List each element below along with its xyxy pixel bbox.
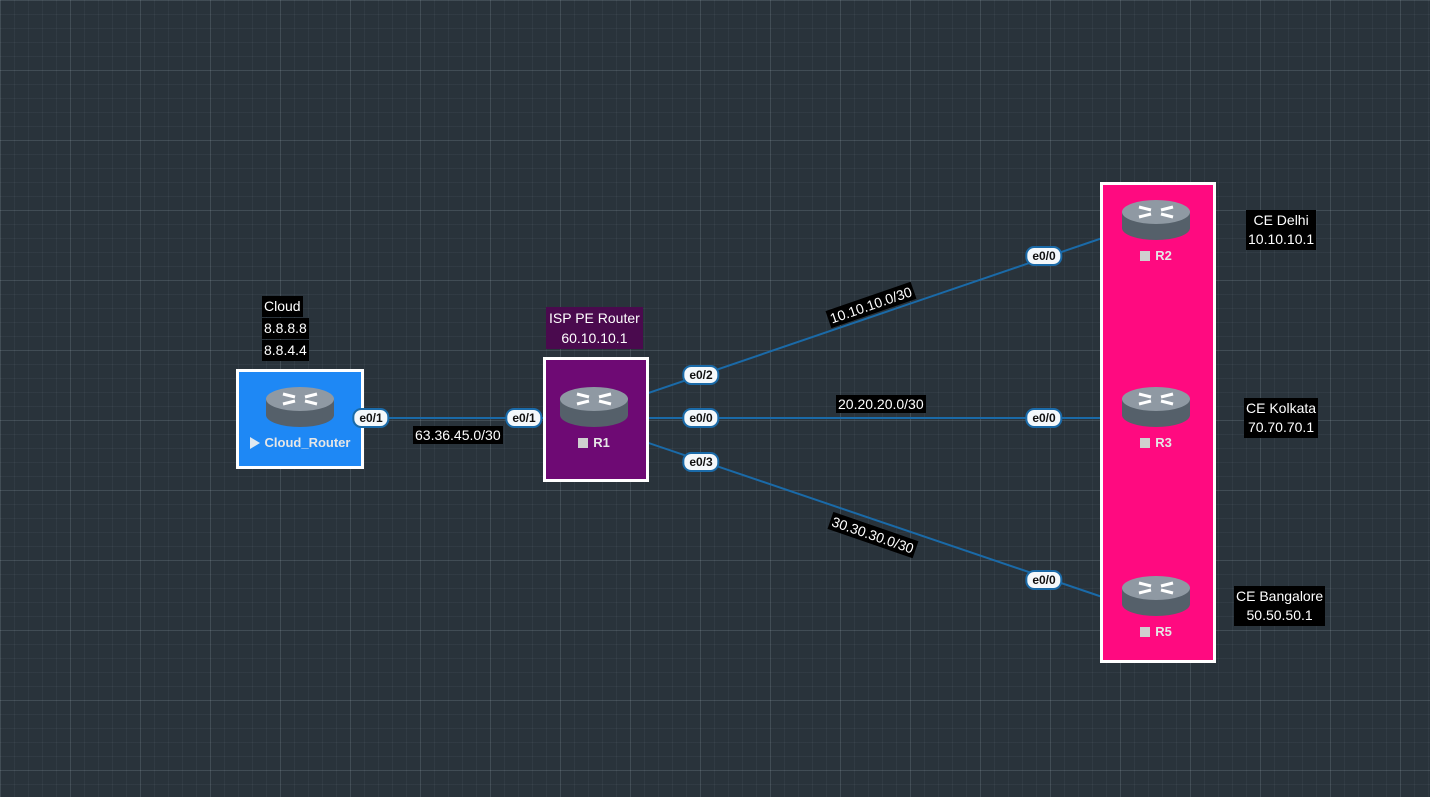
ce-delhi-title: CE Delhi	[1253, 212, 1309, 228]
cloud-ip-1[interactable]: 8.8.8.8	[262, 318, 309, 339]
isp-pe-title: ISP PE Router	[549, 310, 640, 326]
isp-pe-text[interactable]: ISP PE Router 60.10.10.1	[546, 307, 643, 349]
cloud-title: Cloud	[264, 298, 301, 314]
node-name: R3	[1155, 435, 1172, 450]
router-icon	[266, 387, 334, 427]
node-label: R5	[1116, 624, 1196, 639]
node-label: R1	[554, 435, 634, 450]
node-name: Cloud_Router	[264, 435, 351, 450]
ce-bangalore-text[interactable]: CE Bangalore 50.50.50.1	[1234, 586, 1326, 626]
node-r1[interactable]: R1	[554, 384, 634, 450]
ce-bangalore-title: CE Bangalore	[1236, 588, 1324, 604]
node-label: R2	[1116, 248, 1196, 263]
ce-kolkata-ip: 70.70.70.1	[1247, 419, 1315, 435]
router-icon	[560, 387, 628, 427]
node-name: R2	[1155, 248, 1172, 263]
iface-r1-e0-0[interactable]: e0/0	[682, 408, 720, 428]
isp-pe-ip: 60.10.10.1	[561, 330, 628, 346]
node-cloud-router[interactable]: Cloud_Router	[249, 384, 350, 450]
router-icon	[1122, 387, 1190, 427]
iface-r3-e0-0[interactable]: e0/0	[1025, 408, 1063, 428]
stopped-indicator-icon	[1140, 626, 1151, 637]
ce-kolkata-text[interactable]: CE Kolkata 70.70.70.1	[1244, 398, 1319, 438]
router-icon	[1122, 576, 1190, 616]
iface-r1-e0-3[interactable]: e0/3	[682, 452, 720, 472]
ce-bangalore-ip: 50.50.50.1	[1246, 607, 1313, 623]
ce-delhi-text[interactable]: CE Delhi 10.10.10.1	[1246, 210, 1317, 250]
stopped-indicator-icon	[1140, 437, 1151, 448]
node-label: Cloud_Router	[249, 435, 350, 450]
iface-r5-e0-0[interactable]: e0/0	[1025, 570, 1063, 590]
node-name: R1	[593, 435, 610, 450]
node-r3[interactable]: R3	[1116, 384, 1196, 450]
node-r2[interactable]: R2	[1116, 197, 1196, 263]
stopped-indicator-icon	[1140, 250, 1151, 261]
node-r5[interactable]: R5	[1116, 573, 1196, 639]
cloud-text[interactable]: Cloud	[262, 296, 303, 317]
ce-kolkata-title: CE Kolkata	[1246, 400, 1317, 416]
iface-r1-e0-1[interactable]: e0/1	[505, 408, 543, 428]
router-icon	[1122, 200, 1190, 240]
iface-r2-e0-0[interactable]: e0/0	[1025, 246, 1063, 266]
network-label-cloud-r1[interactable]: 63.36.45.0/30	[413, 426, 503, 444]
ce-delhi-ip: 10.10.10.1	[1248, 231, 1315, 247]
iface-cloud-e0-1[interactable]: e0/1	[352, 408, 390, 428]
iface-r1-e0-2[interactable]: e0/2	[682, 365, 720, 385]
running-indicator-icon	[249, 436, 260, 449]
stopped-indicator-icon	[578, 437, 589, 448]
node-label: R3	[1116, 435, 1196, 450]
node-name: R5	[1155, 624, 1172, 639]
network-label-r1-r3[interactable]: 20.20.20.0/30	[836, 395, 926, 413]
cloud-ip-2[interactable]: 8.8.4.4	[262, 340, 309, 361]
